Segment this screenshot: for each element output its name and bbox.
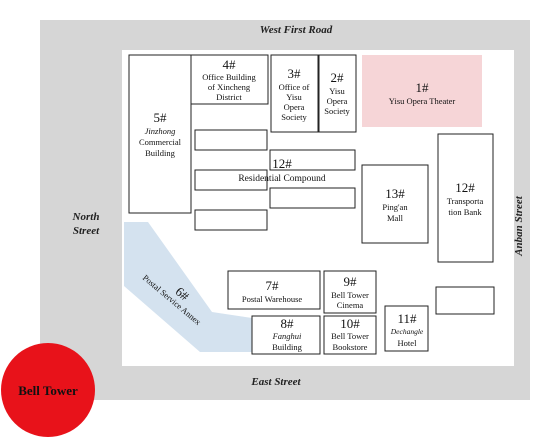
- road-label-south: East Street: [250, 376, 301, 388]
- building-1-number: 1#: [416, 80, 430, 95]
- building-11: [384, 305, 429, 352]
- small-block: [435, 286, 495, 315]
- building-12b-label-line1: Transporta: [447, 196, 484, 206]
- building-4-label-line2: of Xincheng: [208, 82, 251, 92]
- building-8-label: Building: [272, 342, 303, 352]
- small-block: [194, 129, 268, 151]
- building-10-number: 10#: [340, 316, 360, 331]
- building-4-label-line1: Office Building: [202, 72, 256, 82]
- building-2-label-line2: Opera: [327, 96, 348, 106]
- building-13-label-line1: Ping'an: [382, 202, 408, 212]
- building-5-italic-label: Jinzhong: [145, 126, 176, 136]
- building-11-number: 11#: [397, 311, 417, 326]
- building-7-label: Postal Warehouse: [242, 294, 303, 304]
- building-8: [251, 315, 321, 355]
- road-label-north: West First Road: [260, 24, 333, 36]
- building-3: [270, 54, 319, 133]
- building-5-label-line1: Commercial: [139, 137, 182, 147]
- building-3-label-line1: Office of: [279, 82, 310, 92]
- building-12b: [437, 133, 494, 263]
- bell-tower-circle: [1, 343, 95, 437]
- building-13-label-line2: Mall: [387, 213, 404, 223]
- building-12-residential-block: [269, 149, 356, 171]
- building-3-label-line3: Opera: [284, 102, 305, 112]
- building-2-label-line3: Society: [324, 106, 350, 116]
- building-5-label-line2: Building: [145, 148, 176, 158]
- building-8-italic-label: Fanghui: [272, 331, 302, 341]
- building-10: [323, 315, 377, 355]
- building-11-label: Hotel: [398, 338, 418, 348]
- building-2-label-line1: Yisu: [329, 86, 345, 96]
- building-12-residential-block: [269, 187, 356, 209]
- building-12b-number: 12#: [455, 180, 475, 195]
- building-12b-label-line2: tion Bank: [448, 207, 482, 217]
- building-4: [190, 54, 269, 105]
- building-9-label-line1: Bell Tower: [331, 290, 369, 300]
- building-3-label-line2: Yisu: [286, 92, 302, 102]
- building-4-number: 4#: [223, 57, 237, 72]
- building-13-number: 13#: [385, 186, 405, 201]
- road-label-west-line1: North: [72, 211, 100, 223]
- building-11-italic-label: Dechangle: [390, 327, 424, 336]
- building-8-number: 8#: [281, 316, 295, 331]
- building-12a-number: 12#: [272, 156, 292, 171]
- building-9-number: 9#: [344, 274, 358, 289]
- building-10-label-line2: Bookstore: [333, 342, 368, 352]
- building-2: [318, 54, 357, 133]
- building-3-number: 3#: [288, 66, 302, 81]
- bell-tower-label: Bell Tower: [18, 383, 78, 398]
- building-12a-label: Residential Compound: [238, 174, 326, 184]
- building-1-label: Yisu Opera Theater: [389, 96, 456, 106]
- building-5: [128, 54, 192, 214]
- building-10-label-line1: Bell Tower: [331, 331, 369, 341]
- road-label-east: Anban Street: [513, 195, 525, 257]
- building-5-number: 5#: [154, 110, 168, 125]
- building-9: [323, 270, 377, 314]
- building-7: [227, 270, 321, 310]
- building-1: [362, 55, 482, 127]
- small-block: [194, 209, 268, 231]
- building-3-label-line4: Society: [281, 112, 307, 122]
- building-2-number: 2#: [331, 70, 345, 85]
- building-9-label-line2: Cinema: [337, 300, 364, 310]
- building-4-label-line3: District: [216, 92, 242, 102]
- building-7-number: 7#: [266, 278, 280, 293]
- road-label-west-line2: Street: [73, 225, 100, 237]
- building-6-annex: [124, 222, 252, 352]
- building-13: [361, 164, 429, 244]
- small-block: [194, 169, 268, 191]
